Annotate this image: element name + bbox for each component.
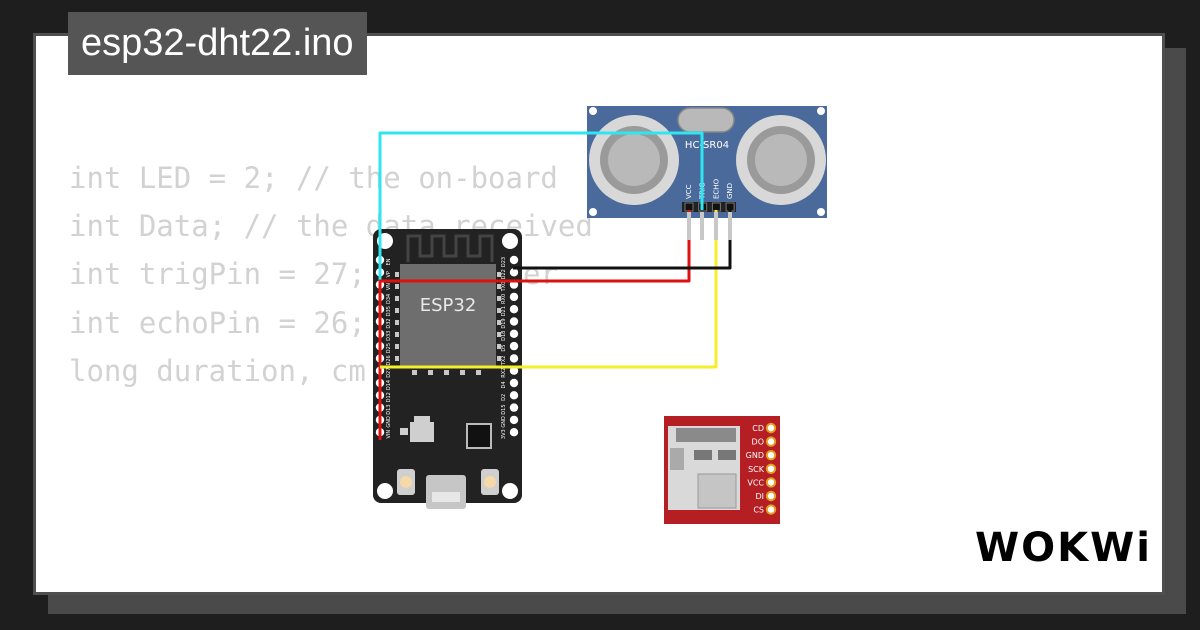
esp32-pin-label: D35 [386,306,392,316]
esp32-pin-label: D33 [386,331,392,341]
sd-pin-label: DI [755,492,764,501]
esp32-pin-label: D5 [501,345,507,352]
vcc-wire[interactable] [378,210,691,440]
esp32-right-pin-header[interactable] [509,255,519,437]
esp32-pin-tx2[interactable] [509,354,519,363]
crystal [677,107,735,133]
esp32-pin-d18[interactable] [509,329,519,338]
sd-pin-vcc[interactable] [765,477,777,488]
esp32-pin-label: VP [386,271,392,277]
esp32-pin-label: 3V3 [501,429,507,439]
esp32-pin-label: D23 [501,257,507,267]
sensor-pin-gnd[interactable] [725,202,735,212]
sensor-pin-label: VCC [685,184,693,199]
esp32-pin-rx2[interactable] [509,366,519,375]
sd-pin-label: CD [752,424,764,433]
sensor-pin-label: ECHO [712,178,720,199]
sd-slot-top [676,428,736,442]
wokwi-logo: WOKWi [975,525,1152,571]
esp32-pin-d5[interactable] [509,341,519,351]
esp32-pin-label: EN [386,258,392,265]
transmitter-transducer [589,115,679,205]
sd-pin-label: DO [752,438,764,447]
sd-pin-cs[interactable] [765,504,777,515]
esp32-pin-label: D14 [386,380,392,390]
enable-button[interactable] [481,469,499,495]
sd-pin-label: CS [753,506,764,515]
echo-wire[interactable] [380,210,718,369]
sd-contact-left [694,450,712,460]
esp32-pin-d2[interactable] [509,391,519,400]
esp32-pin-label: D34 [386,294,392,304]
sd-pin-cd[interactable] [765,422,777,434]
sd-pin-label: GND [746,451,764,460]
gnd-wire[interactable] [513,210,732,270]
receiver-transducer [736,115,826,205]
esp32-right-pin-labels: D23D22TX0RX0D21D19D18D5TX2RX2D4D2D15GND3… [501,257,507,439]
esp32-pin-label: D26 [386,355,392,365]
esp32-pin-label: TX2 [501,356,507,367]
voltage-regulator [400,416,434,442]
code-line: int LED = 2; // the on-board [69,161,558,195]
esp32-pin-d19[interactable] [509,317,519,326]
sensor-pin-vcc[interactable] [684,202,694,212]
sd-card-pins[interactable]: CD DO GND SCK VCC DI CS [746,422,777,515]
sd-pin-di[interactable] [765,490,777,502]
esp32-pin-3v3[interactable] [509,428,519,437]
sd-pin-sck[interactable] [765,463,777,474]
esp32-pin-label: D27 [386,368,392,378]
sd-pin-do[interactable] [765,436,777,447]
esp32-pin-label: D4 [501,381,507,388]
sd-pin-label: VCC [747,478,764,487]
project-title: esp32-dht22.ino [68,12,367,75]
sensor-pin-echo[interactable] [711,202,721,212]
esp32-pin-gnd[interactable] [509,415,519,425]
esp32-board[interactable]: ESP32 ENVPVND34D35D32D33D25D26D27D14D12D… [373,229,522,509]
esp32-pin-label: RX2 [501,368,507,378]
esp32-pin-label: D32 [386,318,392,328]
esp32-label: ESP32 [420,295,477,316]
esp32-pin-label: GND [501,416,507,428]
sensor-pin-header [682,202,736,212]
module-pads [395,272,501,375]
sd-bracket [697,473,737,509]
usb-uart-chip [466,423,492,449]
antenna-trace [406,234,494,262]
esp32-pin-label: D22 [501,269,507,279]
esp32-pin-d22[interactable] [509,268,519,277]
sensor-label: HC-SR04 [685,140,729,151]
esp32-pin-label: VIN [386,430,392,439]
esp32-pin-label: TX0 [501,282,507,293]
esp32-pin-label: D13 [386,404,392,414]
esp32-pin-label: VN [386,283,392,290]
esp32-pin-label: D19 [501,318,507,328]
esp32-pin-label: D2 [501,394,507,401]
sensor-pin-legs [687,212,732,240]
esp32-pin-d21[interactable] [509,305,519,314]
sd-card-module[interactable]: CD DO GND SCK VCC DI CS [664,416,780,524]
esp32-pin-label: GND [386,416,392,428]
esp32-pin-label: D25 [386,343,392,353]
sd-pin-label: SCK [748,465,765,474]
esp32-pin-label: RX0 [501,294,507,304]
sd-contact-right [718,450,736,460]
esp32-pin-rx0[interactable] [509,292,519,302]
sd-contact-block [670,448,684,470]
sd-pin-gnd[interactable] [765,450,777,461]
esp32-pin-label: D15 [501,404,507,414]
code-line: long duration, cm [69,353,366,388]
boot-button[interactable] [397,469,415,495]
esp32-pin-label: D21 [501,306,507,316]
esp32-pin-d15[interactable] [509,403,519,412]
esp32-pin-label: D18 [501,331,507,341]
esp32-pin-d4[interactable] [509,378,519,388]
esp32-pin-d23[interactable] [509,255,519,265]
esp32-pin-label: D12 [386,392,392,402]
micro-usb-port [426,475,466,509]
trig-wire[interactable] [378,131,704,403]
sensor-pin-label: GND [726,183,734,199]
